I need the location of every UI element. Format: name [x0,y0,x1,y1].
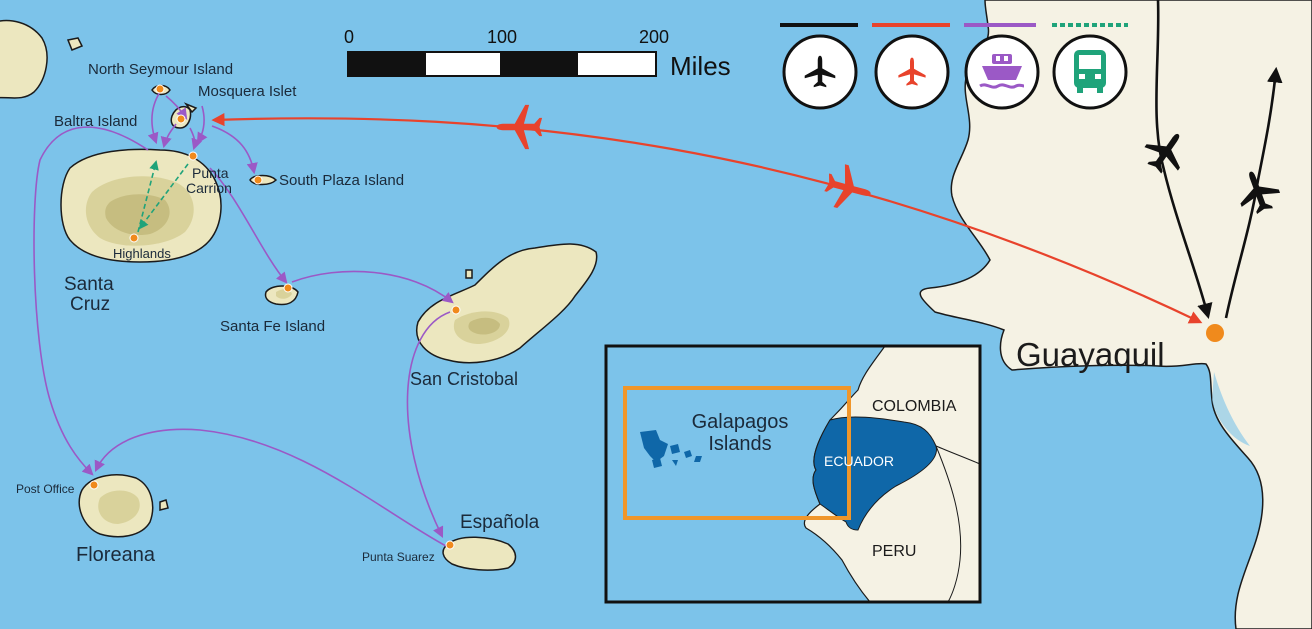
legend-boat [964,34,1040,110]
flight-route-line [211,113,1203,324]
island-floreana-islet [159,499,169,511]
island-isabela-fragment [0,19,48,99]
scale-segment-1 [348,52,426,76]
scale-unit: Miles [670,51,731,81]
inset-galapagos-islands [640,430,702,468]
inset-label-peru: PERU [872,543,916,560]
dot-post-office [89,480,99,490]
international-flight-routes [1137,0,1285,320]
island-espanola [442,536,517,571]
santa-cruz-relief-high [105,194,170,236]
boat-route-espanola-floreana [94,428,447,547]
label-south-plaza: South Plaza Island [279,172,404,189]
dot-punta-suarez [445,540,455,550]
ship-icon [979,54,1025,89]
label-santa-cruz-2: Cruz [70,294,110,315]
inset-locator-map: Galapagos Islands COLOMBIA ECUADOR PERU [604,344,982,604]
bus-routes [137,160,189,233]
label-san-cristobal: San Cristobal [410,369,518,389]
island-mosquera [183,102,198,114]
international-route-outbound [1224,66,1283,319]
legend-international-flight [782,34,858,110]
dot-baltra [176,114,186,124]
boat-route-nseymour-santacruz [147,91,161,145]
inset-label-galapagos-1: Galapagos [692,411,789,433]
international-route-inbound [1155,0,1213,320]
scale-tick-100: 100 [487,27,517,47]
inset-label-colombia: COLOMBIA [872,398,957,415]
scale-tick-200: 200 [639,27,669,47]
scale-segment-3 [500,52,578,76]
boat-route-baltra-carrion [189,127,203,151]
scale-bar: 0 100 200 Miles [344,27,731,81]
dot-highlands [129,233,139,243]
label-post-office: Post Office [16,482,75,496]
boat-route-nseymour-mosquera [165,95,188,120]
label-guayaquil: Guayaquil [1016,336,1165,373]
label-punta-suarez: Punta Suarez [362,550,435,564]
island-small-east [465,269,473,279]
inset-ecuador [812,416,937,531]
dot-san-cristobal [451,305,461,315]
label-santa-cruz-1: Santa [64,274,114,295]
label-espanola: Española [460,512,540,533]
dot-punta-carrion [188,151,198,161]
label-north-seymour: North Seymour Island [88,61,233,78]
label-punta-carrion-2: Carrion [186,180,232,196]
label-baltra: Baltra Island [54,113,137,130]
mainland-bay-shadow [1212,372,1250,446]
location-dots [89,84,1224,550]
label-highlands: Highlands [113,246,171,261]
place-labels: North Seymour Island Mosquera Islet Balt… [16,61,435,564]
inset-label-galapagos-2: Islands [708,433,771,455]
scale-tick-0: 0 [344,27,354,47]
boat-route-santacruz-floreana [33,126,149,476]
inset-border-colombia [935,445,980,465]
domestic-flight-route [211,104,1203,324]
legend-bus [1052,34,1128,110]
dot-santa-fe [283,283,293,293]
bus-route-south-highlands [138,163,189,230]
inset-label-ecuador: ECUADOR [824,453,894,469]
dot-guayaquil [1206,324,1224,342]
island-small-top [66,37,84,51]
label-mosquera: Mosquera Islet [198,83,297,100]
transport-legend [780,23,1128,110]
bus-icon [1074,50,1106,93]
floreana-relief [98,490,140,524]
label-floreana: Floreana [76,544,156,566]
dot-north-seymour [155,84,165,94]
inset-galapagos-frame [623,386,851,520]
dot-south-plaza [253,175,263,185]
label-punta-carrion-1: Punta [192,165,229,181]
inset-border [604,344,982,604]
boat-route-baltra-santacruz [160,123,177,149]
legend-domestic-flight [874,34,950,110]
island-labels: Santa Cruz San Cristobal Floreana Españo… [64,274,540,566]
label-santa-fe: Santa Fe Island [220,318,325,335]
inset-border-peru [935,445,962,602]
